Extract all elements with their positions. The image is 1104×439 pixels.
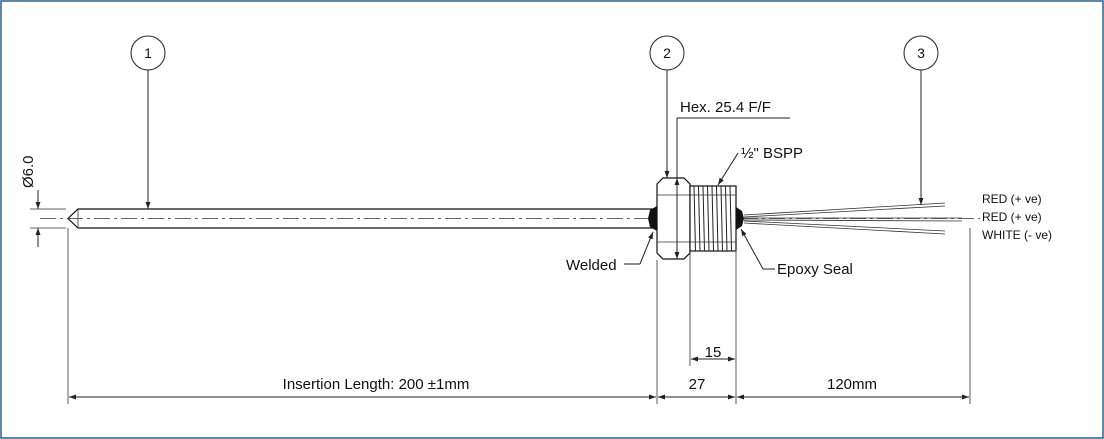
epoxy-seal-shape bbox=[736, 207, 744, 230]
diameter-label: Ø6.0 bbox=[20, 155, 37, 188]
thread-line bbox=[698, 185, 701, 252]
balloon-1-label: 1 bbox=[144, 45, 152, 61]
lead-wires bbox=[743, 202, 963, 235]
epoxy-callout: Epoxy Seal bbox=[740, 228, 853, 278]
dimension-15-label: 15 bbox=[705, 344, 722, 361]
thread-line bbox=[716, 185, 719, 252]
wire-label-1: RED (+ ve) bbox=[982, 192, 1042, 206]
thread-line bbox=[711, 185, 714, 252]
thread-line bbox=[693, 185, 696, 252]
thread-callout: ½" BSPP bbox=[717, 145, 803, 186]
dimension-27-label: 27 bbox=[689, 376, 706, 393]
wire-label-3: WHITE (- ve) bbox=[982, 228, 1052, 242]
dimension-27: 27 bbox=[658, 376, 735, 400]
thread-label: ½" BSPP bbox=[741, 145, 803, 162]
weld-bead bbox=[648, 206, 657, 231]
epoxy-label: Epoxy Seal bbox=[777, 261, 853, 278]
extension-lines bbox=[67, 228, 971, 404]
insertion-length-dimension: Insertion Length: 200 ±1mm bbox=[69, 376, 656, 400]
wire-label-2: RED (+ ve) bbox=[982, 210, 1042, 224]
dimension-120-label: 120mm bbox=[827, 376, 877, 393]
dimension-120: 120mm bbox=[737, 376, 969, 400]
hex-nut bbox=[656, 177, 691, 260]
balloon-2-label: 2 bbox=[663, 45, 671, 61]
hex-callout: Hex. 25.4 F/F bbox=[674, 99, 790, 259]
welded-callout: Welded bbox=[566, 231, 654, 274]
insertion-length-label: Insertion Length: 200 ±1mm bbox=[283, 376, 470, 393]
hex-label: Hex. 25.4 F/F bbox=[680, 99, 771, 116]
balloon-2: 2 bbox=[649, 35, 685, 178]
thread-line bbox=[720, 185, 723, 252]
thread-line bbox=[729, 185, 732, 252]
balloon-1: 1 bbox=[130, 35, 166, 209]
thread-line bbox=[707, 185, 710, 252]
balloon-3: 3 bbox=[903, 35, 939, 205]
balloon-3-label: 3 bbox=[917, 45, 925, 61]
thread-line bbox=[702, 185, 705, 252]
dimension-15: 15 bbox=[691, 344, 735, 362]
welded-label: Welded bbox=[566, 257, 617, 274]
thread-line bbox=[725, 185, 728, 252]
threaded-body bbox=[689, 185, 737, 252]
diameter-dimension: Ø6.0 bbox=[20, 155, 66, 247]
